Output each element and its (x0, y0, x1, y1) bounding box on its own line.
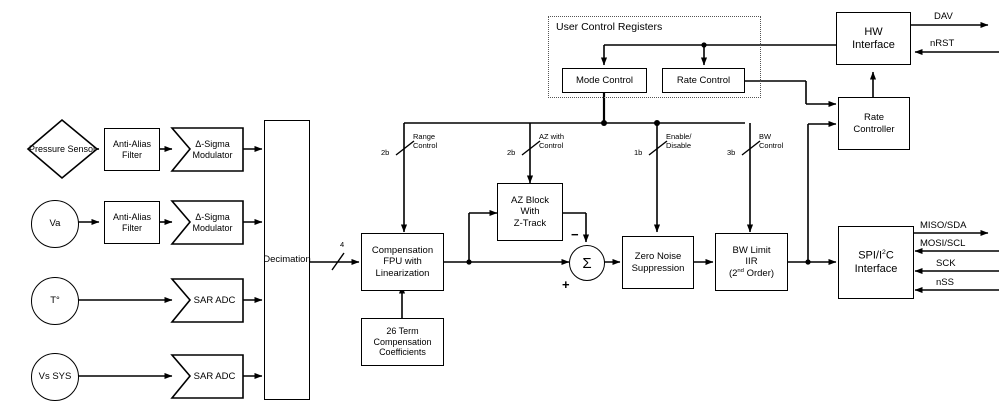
sar-adc-2-label: SAR ADC (193, 370, 236, 382)
hw-interface-label: HW Interface (852, 25, 895, 51)
pressure-sensor-shape (26, 118, 99, 180)
az-with-control-label: AZ with Control (539, 132, 565, 150)
summing-junction-symbol: Σ (582, 254, 592, 272)
az-block: AZ Block With Z-Track (497, 183, 563, 241)
delta-sigma-2-shape (170, 200, 244, 245)
rate-control-label: Rate Control (676, 74, 731, 86)
rate-controller-block: Rate Controller (838, 97, 910, 150)
vs-sys-source-label: Vs SYS (38, 370, 72, 382)
anti-alias-filter-2-label: Anti-Alias Filter (112, 211, 151, 233)
spi-i2c-line2: Interface (854, 262, 898, 275)
bw-limit-line3-pre: (2 (728, 267, 738, 279)
anti-alias-filter-1-label: Anti-Alias Filter (112, 138, 151, 160)
spi-i2c-post: C (885, 249, 894, 262)
pressure-sensor-label: Pressure Sensor (28, 143, 97, 154)
sar-adc-1: SAR ADC (186, 279, 243, 322)
bus-slash-range (395, 140, 415, 156)
hw-interface-block: HW Interface (836, 12, 911, 65)
spi-i2c-line1: SPI/I2C (858, 249, 894, 263)
sck-pin-label: SCK (936, 258, 956, 269)
decimation-label: Decimation (263, 254, 311, 266)
pressure-sensor: Pressure Sensor (28, 120, 97, 178)
user-control-registers-group (548, 16, 761, 98)
miso-sda-pin-label: MISO/SDA (920, 220, 967, 231)
bw-limit-line1: BW Limit (732, 245, 771, 257)
decimation-bus-width: 4 (340, 240, 345, 249)
delta-sigma-1-shape (170, 127, 244, 172)
az-with-control-width: 2b (507, 148, 516, 157)
mode-control-register[interactable]: Mode Control (562, 68, 647, 93)
delta-sigma-modulator-2-label: Δ-Sigma Modulator (192, 211, 233, 233)
delta-sigma-modulator-1-label: Δ-Sigma Modulator (192, 138, 233, 160)
anti-alias-filter-2: Anti-Alias Filter (104, 201, 160, 244)
bw-control-label: BW Control (759, 132, 784, 150)
enable-disable-label: Enable/ Disable (666, 132, 692, 150)
compensation-coefficients-block: 26 Term Compensation Coefficients (361, 318, 444, 366)
va-source-label: Va (49, 217, 61, 229)
bw-limit-line3-post: Order) (743, 267, 775, 279)
junction-dot-modecontrol (601, 120, 607, 126)
sar-adc-2: SAR ADC (186, 355, 243, 398)
bus-slash-decimation (331, 252, 345, 271)
sar-adc-1-shape (170, 278, 244, 323)
sar-adc-2-shape (170, 354, 244, 399)
bw-limit-block: BW Limit IIR (2nd Order) (715, 233, 788, 291)
range-control-width: 2b (381, 148, 390, 157)
temperature-source: T° (31, 277, 79, 325)
zero-noise-suppression-label: Zero Noise Suppression (631, 251, 685, 274)
sar-adc-1-label: SAR ADC (193, 294, 236, 306)
nss-pin-label: nSS (936, 277, 954, 288)
range-control-label: Range Control (413, 132, 438, 150)
junction-dot-register-bus (701, 42, 707, 48)
bus-slash-bw (741, 140, 761, 156)
junction-dot-fpu-out (466, 259, 472, 265)
dav-pin-label: DAV (934, 11, 953, 22)
anti-alias-filter-1: Anti-Alias Filter (104, 128, 160, 171)
bw-control-width: 3b (727, 148, 736, 157)
summing-junction-plus-sign: + (562, 277, 570, 292)
delta-sigma-modulator-1: Δ-Sigma Modulator (182, 128, 243, 171)
mosi-scl-pin-label: MOSI/SCL (920, 238, 966, 249)
zero-noise-suppression-block: Zero Noise Suppression (622, 236, 694, 289)
bw-limit-line2: IIR (745, 256, 758, 268)
spi-i2c-sup: 2 (882, 249, 886, 257)
enable-disable-width: 1b (634, 148, 643, 157)
summing-junction: Σ (569, 245, 605, 281)
nrst-pin-label: nRST (930, 38, 955, 49)
va-source: Va (31, 200, 79, 248)
bw-limit-ordinal: nd (737, 267, 744, 274)
compensation-fpu-label: Compensation FPU with Linearization (371, 245, 434, 279)
spi-i2c-pre: SPI/I (858, 249, 883, 262)
bus-slash-az (521, 140, 541, 156)
rate-control-register[interactable]: Rate Control (662, 68, 745, 93)
spi-i2c-interface-block: SPI/I2C Interface (838, 226, 914, 299)
user-control-registers-label: User Control Registers (556, 21, 663, 33)
vs-sys-source: Vs SYS (31, 353, 79, 401)
compensation-coefficients-label: 26 Term Compensation Coefficients (373, 326, 432, 358)
mode-control-label: Mode Control (575, 74, 634, 86)
rate-controller-label: Rate Controller (853, 112, 895, 135)
decimation-block: Decimation (263, 120, 311, 400)
compensation-fpu-block: Compensation FPU with Linearization (361, 233, 444, 291)
bw-limit-line3: (2nd Order) (729, 268, 774, 279)
delta-sigma-modulator-2: Δ-Sigma Modulator (182, 201, 243, 244)
az-block-label: AZ Block With Z-Track (510, 195, 549, 229)
summing-junction-minus-sign: − (571, 227, 579, 242)
bus-slash-enable (648, 140, 668, 156)
temperature-source-label: T° (50, 294, 60, 306)
